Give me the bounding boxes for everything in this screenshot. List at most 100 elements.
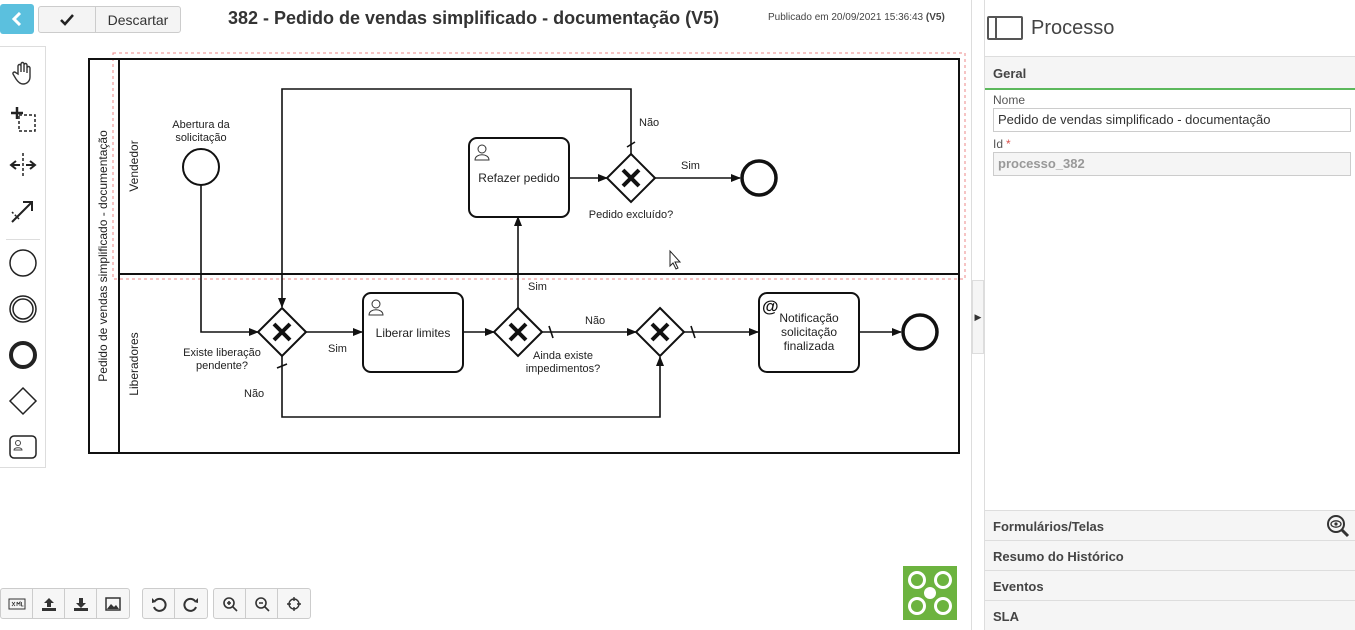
accordion-resumo-historico[interactable]: Resumo do Histórico bbox=[985, 540, 1355, 570]
user-task-icon bbox=[474, 144, 490, 161]
accordion-formularios[interactable]: Formulários/Telas bbox=[985, 510, 1355, 540]
download-icon bbox=[73, 597, 88, 611]
back-button[interactable] bbox=[0, 4, 34, 34]
center-icon bbox=[287, 596, 301, 611]
start-event[interactable] bbox=[182, 148, 220, 186]
panel-title: Processo bbox=[1031, 17, 1115, 39]
redo-button[interactable] bbox=[175, 589, 207, 618]
flow-gw1-bottom bbox=[281, 356, 664, 418]
bpmn-diagram: Pedido de vendas simplificado - document… bbox=[88, 52, 966, 454]
top-toolbar: Descartar 382 - Pedido de vendas simplif… bbox=[0, 0, 972, 42]
collapse-panel-button[interactable]: ▶ bbox=[972, 280, 984, 354]
start-event-tool[interactable] bbox=[5, 245, 41, 281]
task-label: Liberar limites bbox=[376, 326, 451, 340]
name-label-text: Nome bbox=[993, 93, 1026, 107]
flow-label-nao: Não bbox=[639, 117, 659, 129]
pool-label: Pedido de vendas simplificado - document… bbox=[96, 130, 110, 382]
sequence-flows bbox=[200, 88, 902, 418]
mouse-cursor-icon bbox=[669, 249, 682, 270]
undo-icon bbox=[151, 597, 167, 612]
end-event-bottom[interactable] bbox=[901, 313, 939, 351]
connect-tool[interactable] bbox=[5, 193, 41, 229]
task-label: Notificação bbox=[779, 311, 839, 325]
upload-button[interactable] bbox=[33, 589, 65, 618]
connect-tool-icon bbox=[11, 201, 33, 223]
eye-search-icon[interactable] bbox=[1326, 514, 1350, 538]
save-button[interactable] bbox=[38, 6, 96, 33]
flow-label-nao: Não bbox=[244, 388, 264, 400]
flow-label-sim: Sim bbox=[328, 343, 347, 355]
history-toolbar bbox=[142, 588, 208, 619]
gateway-pedido-excluido[interactable] bbox=[605, 152, 657, 204]
accordion-eventos[interactable]: Eventos bbox=[985, 570, 1355, 600]
start-event-label-line2: solicitação bbox=[175, 132, 226, 144]
task-liberar-limites[interactable]: Liberar limites bbox=[362, 292, 464, 373]
intermediate-event-tool[interactable] bbox=[5, 291, 41, 327]
properties-panel: Processo Geral Nome Pedido de vendas sim… bbox=[984, 0, 1355, 630]
lane-label-vendedor: Vendedor bbox=[127, 140, 141, 191]
check-icon bbox=[60, 13, 74, 26]
gateway-merge[interactable] bbox=[634, 306, 686, 358]
flow-label-sim: Sim bbox=[528, 281, 547, 293]
section-geral[interactable]: Geral bbox=[985, 56, 1355, 90]
email-icon: @ bbox=[762, 297, 779, 316]
accordion-label: Formulários/Telas bbox=[993, 519, 1105, 534]
chevron-left-icon bbox=[11, 12, 22, 26]
lane-label-liberadores: Liberadores bbox=[127, 332, 141, 395]
discard-button[interactable]: Descartar bbox=[95, 6, 181, 33]
flow-loop-top bbox=[278, 88, 632, 308]
published-date: Publicado em 20/09/2021 15:36:43 bbox=[768, 12, 924, 23]
zoom-toolbar bbox=[213, 588, 311, 619]
accordion-sla[interactable]: SLA bbox=[985, 600, 1355, 630]
gateway-label: Existe liberação bbox=[183, 347, 261, 359]
gateway-label: Pedido excluído? bbox=[589, 209, 673, 221]
gateway-label: Ainda existe bbox=[533, 350, 593, 362]
gateway-tool[interactable] bbox=[5, 383, 41, 419]
published-info: Publicado em 20/09/2021 15:36:43 (V5) bbox=[768, 12, 945, 23]
export-image-button[interactable] bbox=[97, 589, 129, 618]
hand-tool-icon bbox=[12, 61, 31, 85]
center-view-button[interactable] bbox=[278, 589, 310, 618]
task-refazer-pedido[interactable]: Refazer pedido bbox=[468, 137, 570, 218]
id-label-text: Id bbox=[993, 137, 1004, 151]
gateway-label-line2: pendente? bbox=[196, 360, 248, 372]
name-input[interactable]: Pedido de vendas simplificado - document… bbox=[993, 108, 1351, 132]
space-tool[interactable] bbox=[5, 147, 41, 183]
page-title: 382 - Pedido de vendas simplificado - do… bbox=[228, 8, 720, 28]
task-notificacao[interactable]: @ Notificação solicitação finalizada bbox=[758, 292, 860, 373]
required-asterisk: * bbox=[1006, 137, 1011, 151]
app-logo bbox=[903, 566, 957, 620]
hand-tool[interactable] bbox=[5, 55, 41, 91]
gateway-impedimentos[interactable] bbox=[492, 306, 544, 358]
zoom-out-button[interactable] bbox=[246, 589, 278, 618]
pool-icon bbox=[987, 16, 1023, 40]
panel-divider bbox=[971, 0, 972, 630]
name-label: Nome bbox=[993, 93, 1025, 107]
pool[interactable]: Pedido de vendas simplificado - document… bbox=[88, 58, 960, 454]
xml-icon bbox=[8, 598, 25, 609]
export-xml-button[interactable] bbox=[1, 589, 33, 618]
undo-button[interactable] bbox=[143, 589, 175, 618]
user-task-icon bbox=[368, 299, 384, 316]
end-event-top[interactable] bbox=[740, 159, 778, 197]
user-task-icon bbox=[9, 435, 37, 459]
download-button[interactable] bbox=[65, 589, 97, 618]
diagram-canvas[interactable]: Pedido de vendas simplificado - document… bbox=[46, 42, 971, 630]
flow-start-to-gw1 bbox=[200, 185, 259, 336]
task-label: Refazer pedido bbox=[478, 171, 560, 185]
user-task-tool[interactable] bbox=[5, 429, 41, 465]
flow-label-nao: Não bbox=[585, 315, 605, 327]
triangle-right-icon: ▶ bbox=[974, 311, 982, 322]
lasso-tool[interactable] bbox=[5, 101, 41, 137]
id-input[interactable]: processo_382 bbox=[993, 152, 1351, 176]
zoom-in-button[interactable] bbox=[214, 589, 246, 618]
end-event-tool[interactable] bbox=[5, 337, 41, 373]
palette-divider bbox=[6, 239, 40, 240]
gateway-existe-liberacao[interactable] bbox=[256, 306, 308, 358]
intermediate-event-icon bbox=[9, 295, 37, 323]
image-icon bbox=[105, 596, 121, 611]
gateway-label-line2: impedimentos? bbox=[526, 363, 601, 375]
id-label: Id* bbox=[993, 137, 1011, 151]
zoom-in-icon bbox=[222, 596, 238, 612]
